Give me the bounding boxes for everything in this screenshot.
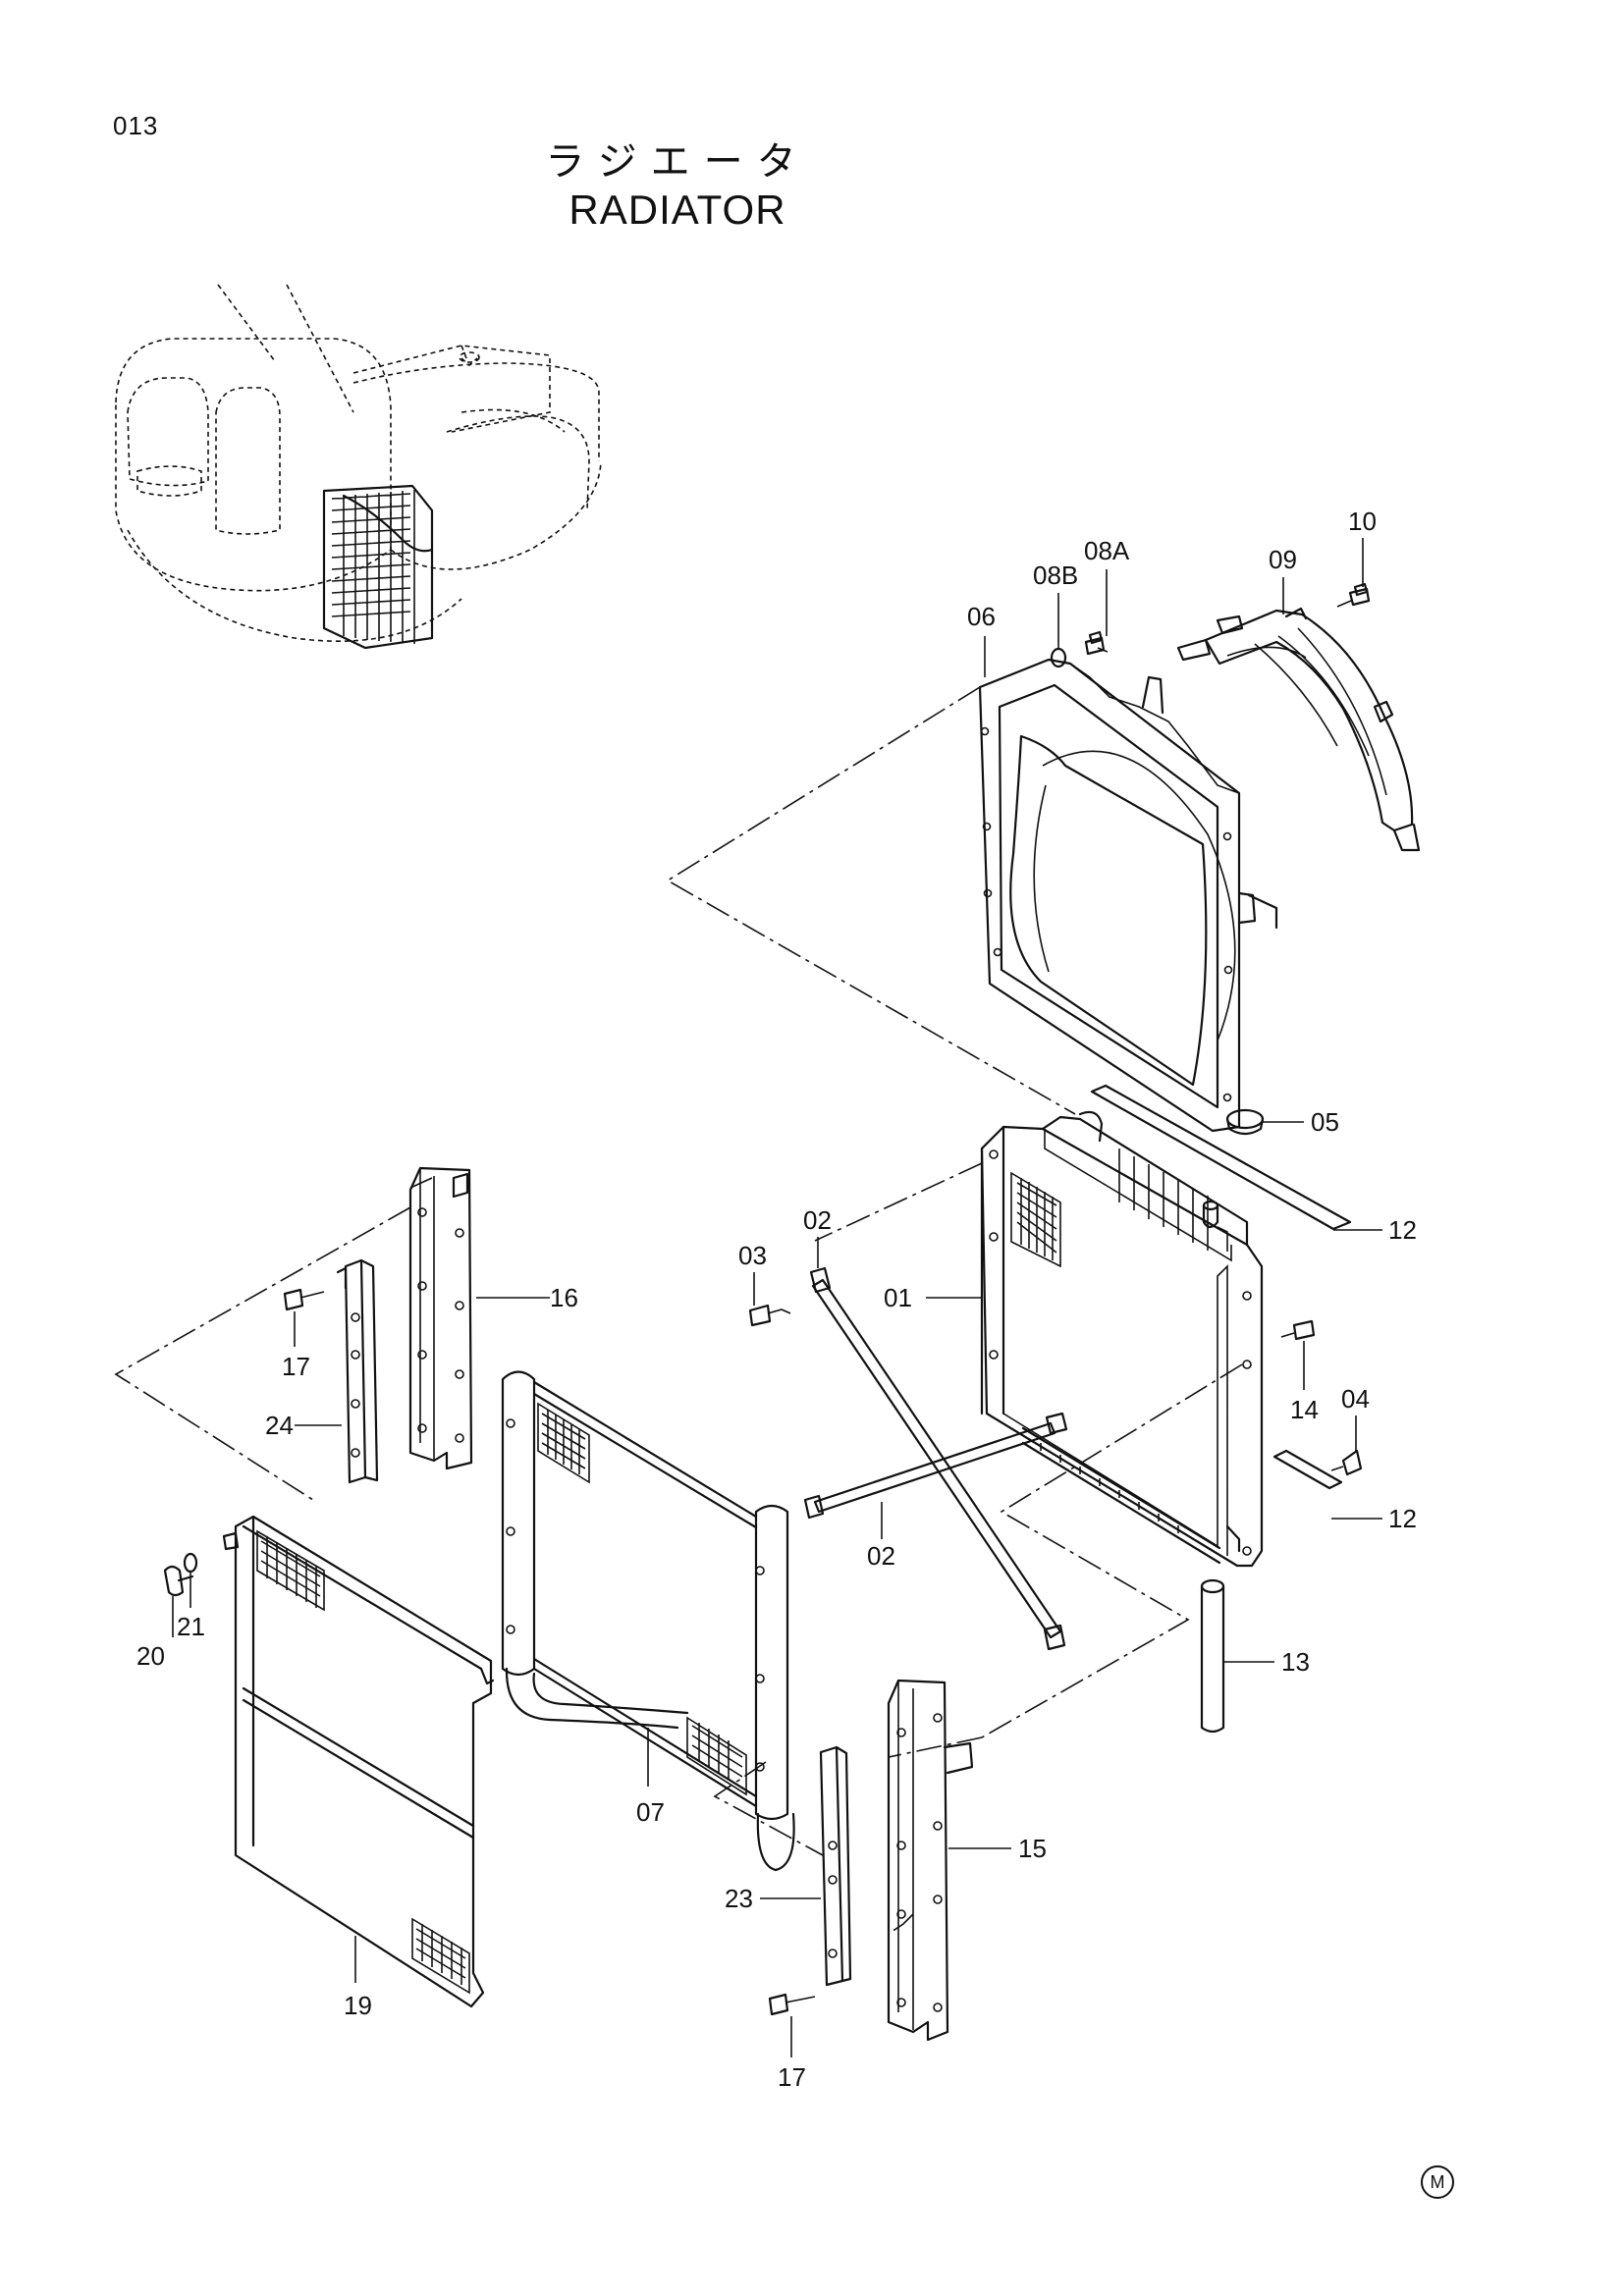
plate-upper — [336, 1258, 379, 1484]
page-number: 013 — [113, 111, 159, 140]
callout-02-lower: 02 — [867, 1541, 895, 1571]
radiator-cap — [1202, 1108, 1265, 1229]
callout-19: 19 — [344, 1991, 372, 2020]
callout-15: 16 — [550, 1283, 578, 1312]
bolt-04 — [1330, 1449, 1363, 1476]
callout-10: 10 — [1348, 507, 1377, 536]
callout-03: 03 — [738, 1241, 767, 1270]
washer-08B — [1050, 647, 1067, 668]
radiator-core — [980, 1110, 1264, 1568]
callouts: 06 08B 08A 09 10 05 12 01 02 03 14 04 — [136, 507, 1417, 2092]
callout-08B: 08B — [1033, 561, 1078, 590]
callout-14: 15 — [1018, 1834, 1047, 1863]
callout-20: 20 — [136, 1641, 165, 1671]
bracket-left — [408, 1166, 473, 1470]
callout-24: 24 — [265, 1411, 294, 1440]
washer-21 — [183, 1552, 198, 1574]
callout-01: 01 — [884, 1283, 912, 1312]
bolt-16 — [1280, 1319, 1316, 1341]
callout-02-upper: 02 — [803, 1205, 832, 1235]
callout-08A: 08A — [1084, 536, 1130, 565]
hose-13 — [1200, 1578, 1225, 1734]
callout-12-lower: 12 — [1388, 1504, 1417, 1533]
callout-06: 07 — [636, 1797, 665, 1827]
callout-13: 13 — [1281, 1647, 1310, 1677]
title-japanese: ラジエータ — [545, 139, 810, 185]
rod-lower — [803, 1412, 1068, 1520]
plate-lower — [819, 1745, 852, 1987]
rod-upper — [809, 1266, 1066, 1651]
bolt-08A — [1084, 630, 1109, 656]
assembly-lines — [114, 686, 1243, 1935]
bolt-10 — [1336, 582, 1371, 608]
machine-location-thumbnail — [115, 284, 602, 650]
m-mark-symbol: M — [1421, 2165, 1454, 2199]
bolt-03 — [748, 1304, 791, 1327]
callout-07: 06 — [967, 602, 996, 631]
callout-17-upper: 17 — [282, 1352, 310, 1381]
seal-strip-lower — [1272, 1449, 1343, 1490]
fan-guard — [1176, 607, 1421, 852]
callout-16: 14 — [1290, 1395, 1319, 1424]
oil-cooler — [501, 1370, 795, 1872]
bracket-right — [887, 1679, 974, 2042]
title-english: RADIATOR — [568, 187, 786, 233]
bolt-17-upper — [283, 1288, 325, 1311]
bolt-17-lower — [768, 1993, 816, 2016]
callout-17-lower: 17 — [778, 2062, 806, 2092]
callout-21: 21 — [177, 1612, 205, 1641]
screen — [222, 1515, 495, 2008]
callout-05: 05 — [1311, 1107, 1339, 1137]
fan-shroud — [978, 658, 1278, 1133]
callout-12-upper: 12 — [1388, 1215, 1417, 1245]
callout-09: 09 — [1269, 545, 1297, 574]
callout-04: 04 — [1341, 1384, 1370, 1414]
seal-strip-upper — [1090, 1084, 1352, 1231]
callout-23: 23 — [725, 1884, 753, 1913]
